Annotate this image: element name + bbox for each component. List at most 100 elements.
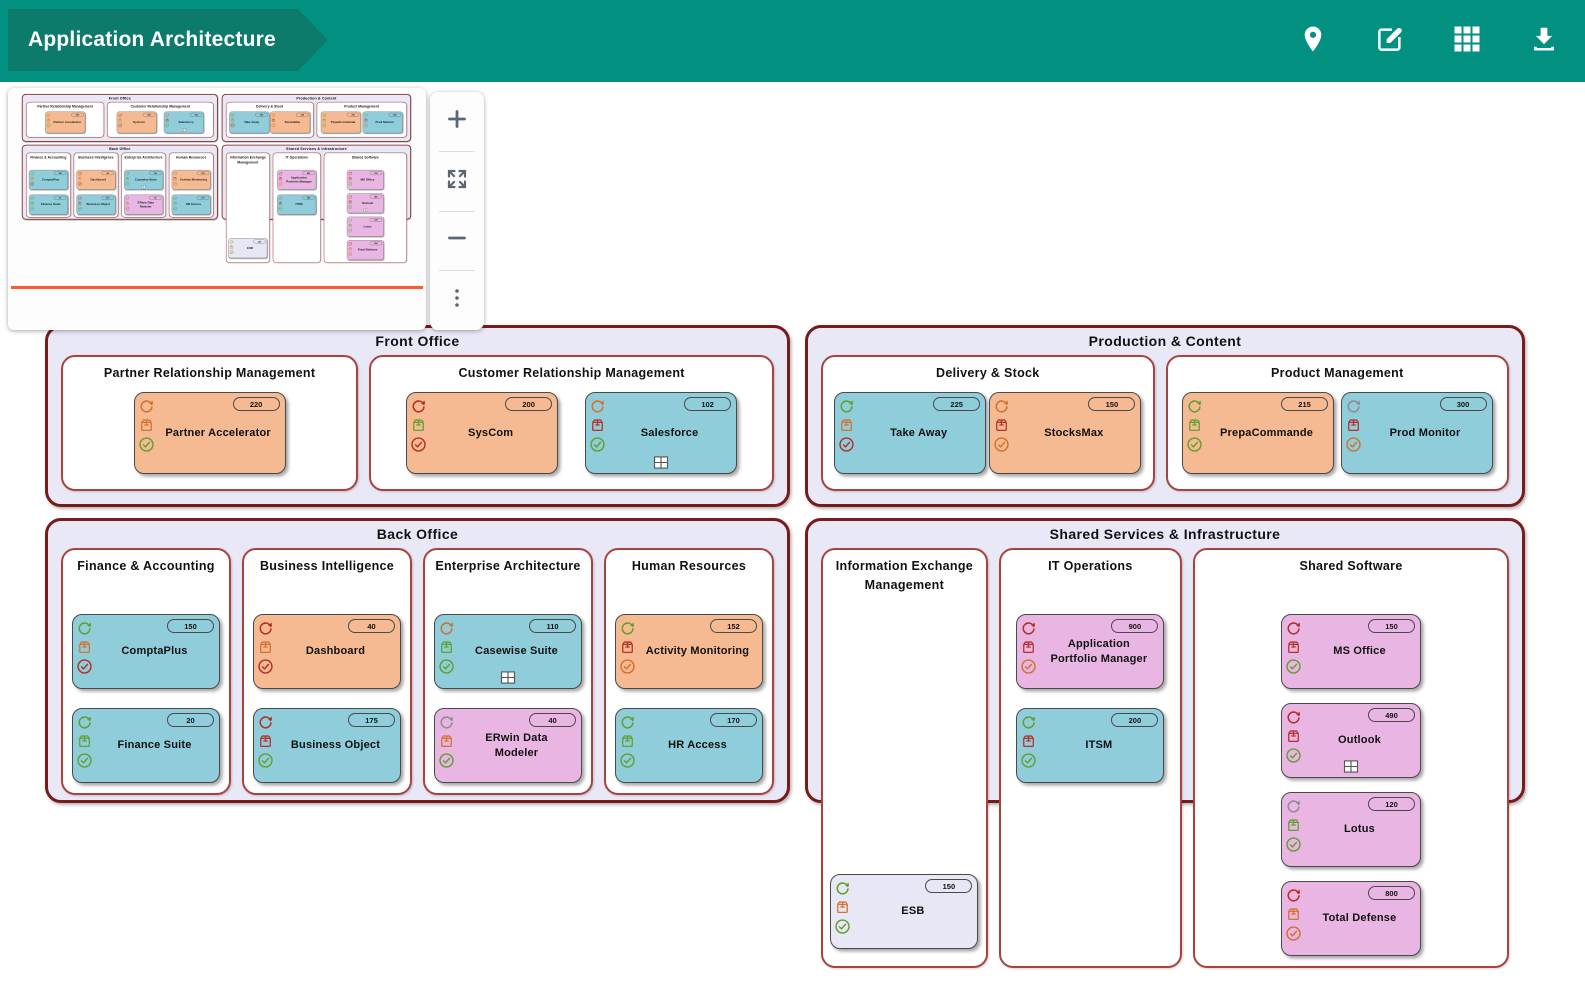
app-label: ComptaPlus	[41, 178, 60, 182]
download-icon[interactable]	[1529, 24, 1559, 54]
package-icon	[173, 201, 177, 205]
package-icon	[619, 733, 636, 750]
package-icon	[138, 417, 155, 434]
zoom-in-icon	[445, 107, 469, 136]
grid-menu-icon[interactable]	[1452, 24, 1482, 54]
app-status-icons	[1020, 620, 1037, 675]
app-count-badge: 20	[53, 195, 67, 200]
zoom-out-button[interactable]	[430, 219, 484, 263]
app-count-badge: 150	[1088, 397, 1136, 412]
check-circle-icon	[77, 206, 82, 211]
app-label: HR Access	[185, 202, 202, 207]
lifecycle-icon	[1020, 714, 1037, 731]
check-circle-icon	[125, 206, 130, 211]
fit-view-button[interactable]	[430, 159, 484, 203]
lifecycle-icon	[1285, 620, 1302, 637]
app-count-badge: 220	[232, 397, 280, 412]
check-circle-icon	[1345, 436, 1362, 453]
group-title: Front Office	[108, 96, 131, 101]
page-title: Application Architecture	[28, 28, 276, 51]
app-count-badge: 225	[255, 112, 268, 117]
app-status-icons	[173, 196, 177, 211]
lifecycle-icon	[165, 113, 169, 117]
package-icon	[1020, 639, 1037, 656]
lifecycle-icon	[30, 172, 34, 176]
divider	[439, 270, 475, 272]
zoom-in-button[interactable]	[430, 99, 484, 143]
app-status-icons	[1186, 398, 1203, 453]
app-status-icons	[838, 398, 855, 453]
app-label: ESB	[901, 905, 925, 918]
package-icon	[257, 733, 274, 750]
app-count-badge: 170	[196, 195, 210, 200]
package-icon	[229, 245, 234, 249]
app-count-badge: 300	[388, 112, 401, 117]
lifecycle-icon	[993, 398, 1010, 415]
package-icon	[993, 417, 1010, 434]
check-circle-icon	[348, 228, 353, 233]
lifecycle-icon	[322, 113, 326, 117]
check-circle-icon	[257, 752, 274, 769]
edit-icon[interactable]	[1375, 24, 1405, 54]
app-label: Total Defense	[357, 248, 378, 252]
app-label: ERwin Data Modeler	[485, 731, 548, 759]
app-count-badge: 150	[369, 171, 383, 175]
lifecycle-icon	[138, 398, 155, 415]
app-label: Business Object	[290, 739, 381, 752]
location-pin-icon[interactable]	[1298, 24, 1328, 54]
app-count-badge: 200	[142, 112, 156, 117]
lifecycle-icon	[348, 172, 352, 176]
minimap-viewport-indicator[interactable]	[11, 286, 423, 289]
app-status-icons	[438, 620, 455, 675]
subgroup-title: Information Exchange Management	[835, 559, 974, 593]
app-label: ITSM	[295, 202, 303, 207]
lifecycle-icon	[589, 398, 606, 415]
more-options-button[interactable]	[430, 279, 484, 323]
